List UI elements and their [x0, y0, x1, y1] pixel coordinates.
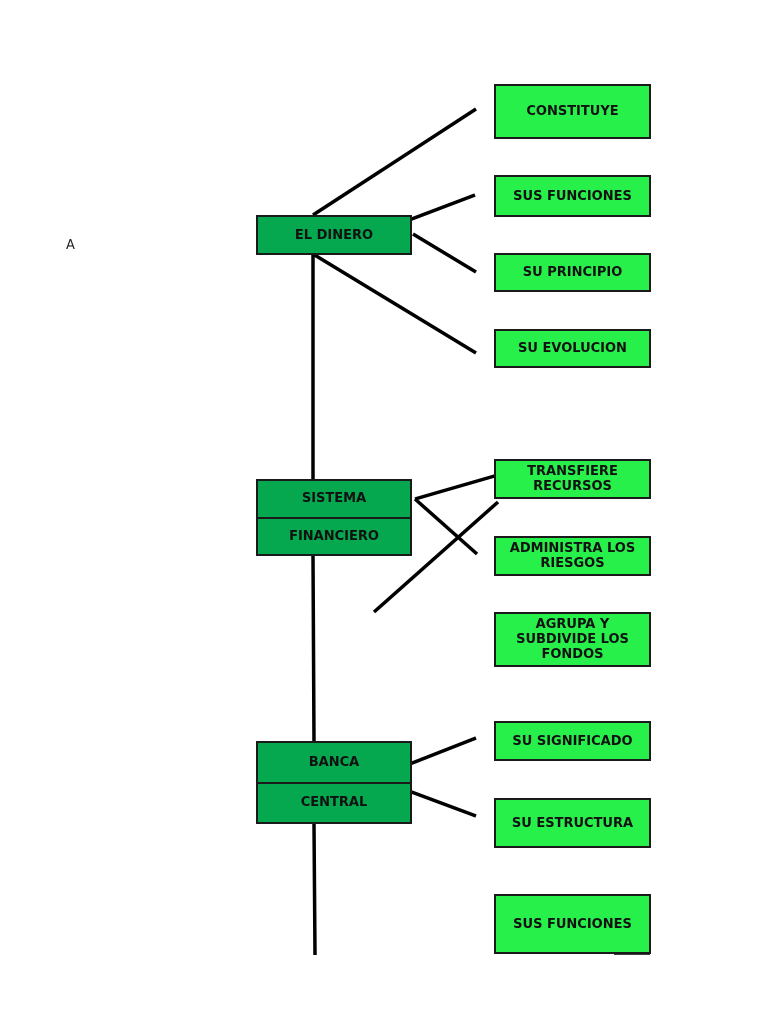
spine-line [312, 823, 317, 956]
leaf-transfiere-recursos: TRANSFIERE RECURSOS [494, 459, 651, 499]
connector-administra [413, 497, 479, 556]
connector-su-evolucion [312, 252, 477, 355]
node-el-dinero-label: EL DINERO [294, 227, 374, 243]
node-sistema-line1: SISTEMA [301, 491, 367, 507]
node-banca-line2: CENTRAL [258, 781, 410, 823]
leaf-constituye-label: CONSTITUYE [526, 104, 619, 119]
leaf-administra-riesgos: ADMINISTRA LOS RIESGOS [494, 536, 651, 576]
connector-agrupa [372, 500, 500, 614]
stray-letter: A [66, 238, 75, 253]
leaf-agrupa-label: AGRUPA Y SUBDIVIDE LOS FONDOS [516, 617, 629, 662]
leaf-su-significado-label: SU SIGNIFICADO [512, 733, 633, 749]
node-sistema-line2: FINANCIERO [258, 516, 410, 555]
leaf-su-principio: SU PRINCIPIO [494, 253, 651, 292]
connector-transfiere [414, 473, 499, 501]
connector-su-principio [412, 232, 477, 274]
leaf-sus-funciones-label: SUS FUNCIONES [513, 188, 632, 204]
leaf-su-evolucion-label: SU EVOLUCION [518, 341, 627, 356]
leaf-administra-label: ADMINISTRA LOS RIESGOS [509, 541, 636, 571]
leaf-sus-funciones: SUS FUNCIONES [494, 175, 651, 217]
node-sistema-financiero: SISTEMA FINANCIERO [256, 479, 412, 556]
leaf-su-estructura: SU ESTRUCTURA [494, 798, 651, 848]
node-el-dinero: EL DINERO [256, 215, 412, 255]
node-banca-line1: BANCA [308, 754, 360, 770]
leaf-su-estructura-label: SU ESTRUCTURA [511, 815, 634, 831]
spine-line [311, 555, 316, 743]
leaf-agrupa-fondos: AGRUPA Y SUBDIVIDE LOS FONDOS [494, 612, 651, 667]
leaf-su-significado: SU SIGNIFICADO [494, 721, 651, 761]
connector-constituye [312, 107, 477, 217]
leaf-su-evolucion: SU EVOLUCION [494, 329, 651, 368]
leaf-sus-funciones-banca-label: SUS FUNCIONES [513, 916, 632, 932]
leaf-su-principio-label: SU PRINCIPIO [522, 265, 623, 280]
leaf-transfiere-label: TRANSFIERE RECURSOS [527, 464, 618, 494]
leaf-sus-funciones-banca: SUS FUNCIONES [494, 894, 651, 954]
leaf-constituye: CONSTITUYE [494, 84, 651, 139]
node-banca-central: BANCA CENTRAL [256, 741, 412, 824]
